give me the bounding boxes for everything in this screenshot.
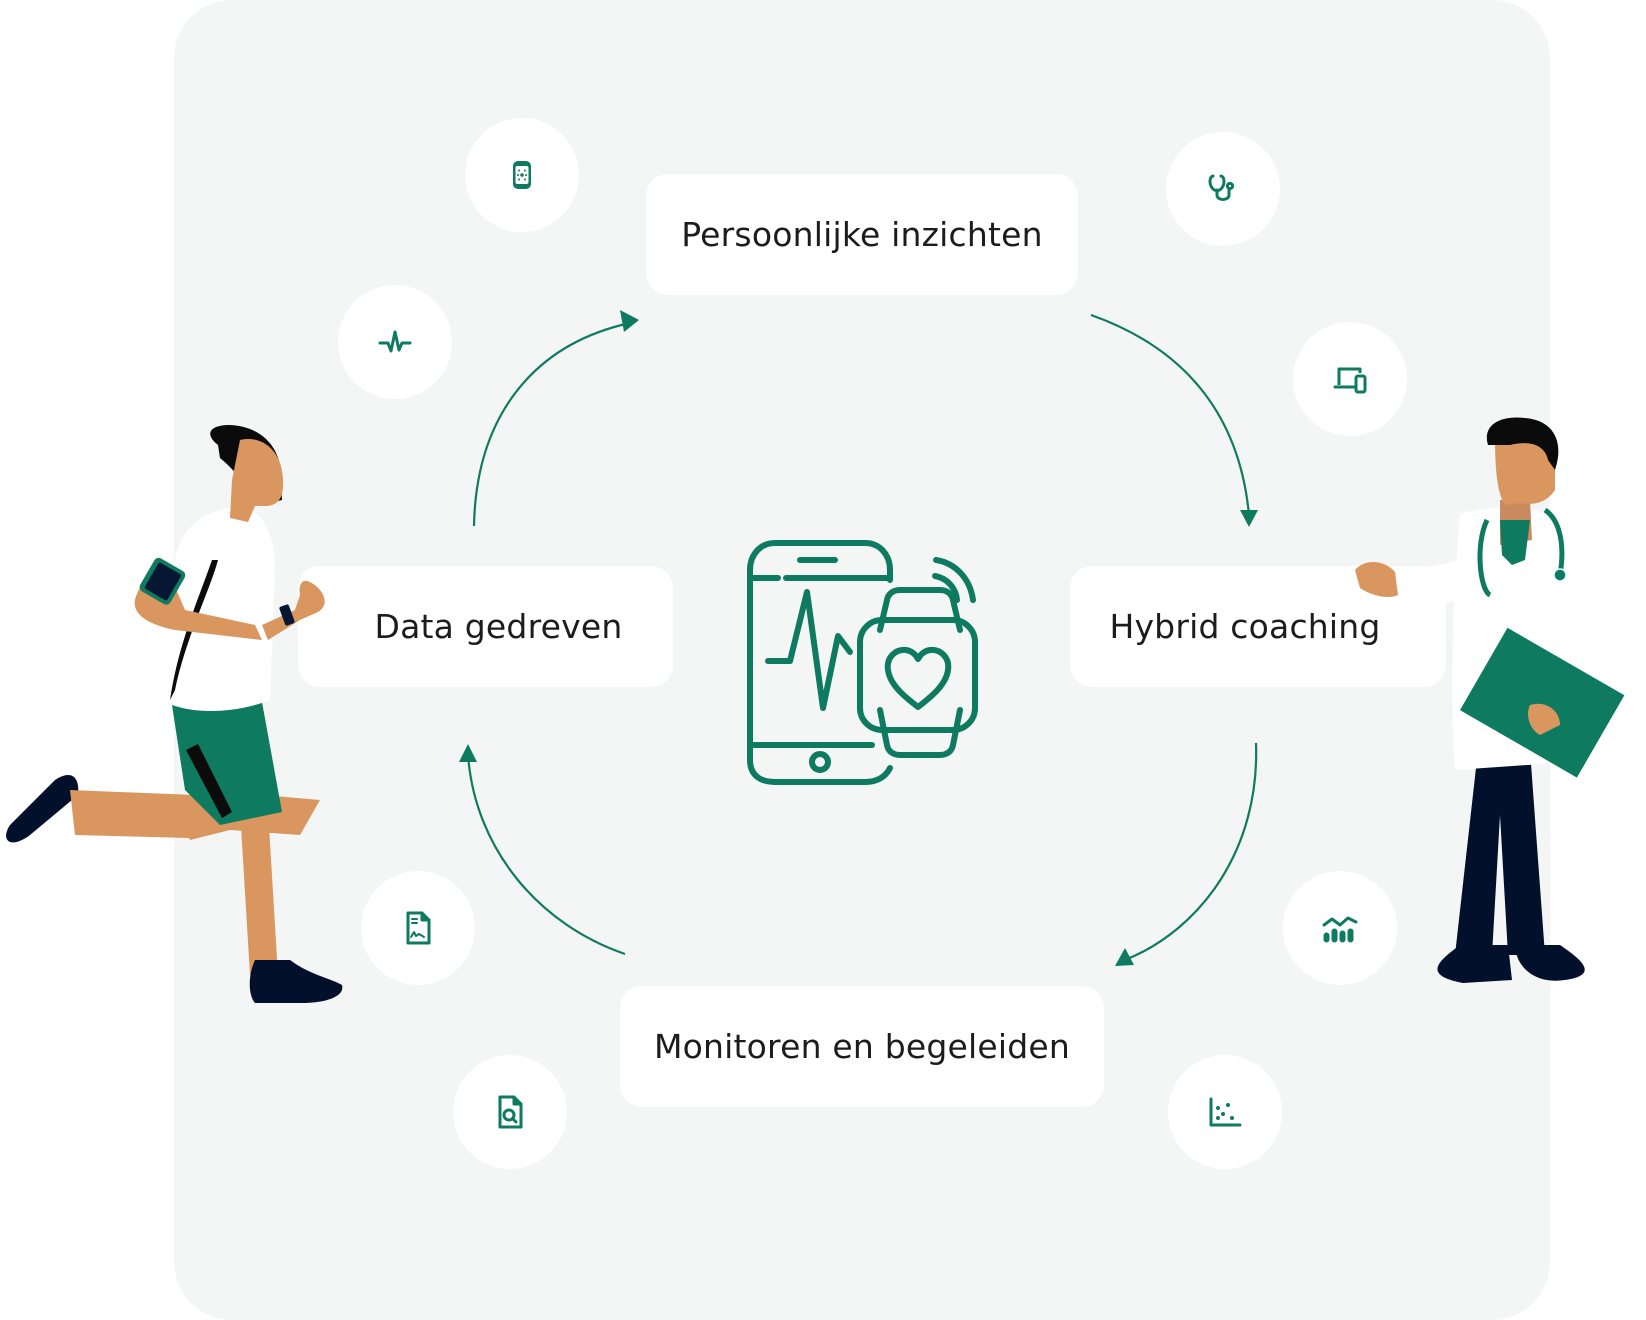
document-chart-icon bbox=[406, 911, 431, 945]
stethoscope-bubble bbox=[1166, 132, 1280, 246]
devices-bubble bbox=[1293, 322, 1407, 436]
step-label: Monitoren en begeleiden bbox=[653, 1027, 1071, 1066]
document-search-bubble bbox=[453, 1055, 567, 1169]
step-card-data-driven: Data gedreven bbox=[298, 566, 673, 687]
scatter-plot-bubble bbox=[1168, 1055, 1282, 1169]
step-label: Hybrid coaching bbox=[1109, 607, 1381, 646]
trend-chart-bubble bbox=[1283, 871, 1397, 985]
arrowhead-top bbox=[620, 310, 639, 332]
arrow-right-to-bottom bbox=[1124, 742, 1258, 962]
arrow-top-to-right bbox=[1090, 313, 1251, 516]
heartbeat-pulse-icon bbox=[378, 330, 412, 353]
step-label: Data gedreven bbox=[374, 607, 623, 646]
step-card-personal-insights: Persoonlijke inzichten bbox=[646, 174, 1078, 295]
smartwatch-bubble bbox=[465, 118, 579, 232]
step-card-monitoring: Monitoren en begeleiden bbox=[620, 986, 1104, 1107]
document-chart-bubble bbox=[361, 871, 475, 985]
laptop-phone-devices-icon bbox=[1333, 367, 1367, 394]
scatter-plot-icon bbox=[1209, 1097, 1242, 1127]
stethoscope-icon bbox=[1208, 174, 1235, 201]
arrow-bottom-to-left bbox=[466, 754, 626, 956]
pulse-bubble bbox=[338, 285, 452, 399]
arrow-left-to-top bbox=[472, 321, 631, 527]
step-label: Persoonlijke inzichten bbox=[681, 215, 1043, 254]
arrowhead-bottom bbox=[1115, 948, 1134, 966]
step-card-hybrid-coaching: Hybrid coaching bbox=[1070, 566, 1446, 687]
document-search-icon bbox=[498, 1095, 523, 1129]
trend-bar-chart-icon bbox=[1322, 916, 1358, 943]
arrowhead-right bbox=[1240, 510, 1258, 527]
arrowhead-left bbox=[459, 744, 477, 762]
smartwatch-icon bbox=[513, 161, 531, 189]
